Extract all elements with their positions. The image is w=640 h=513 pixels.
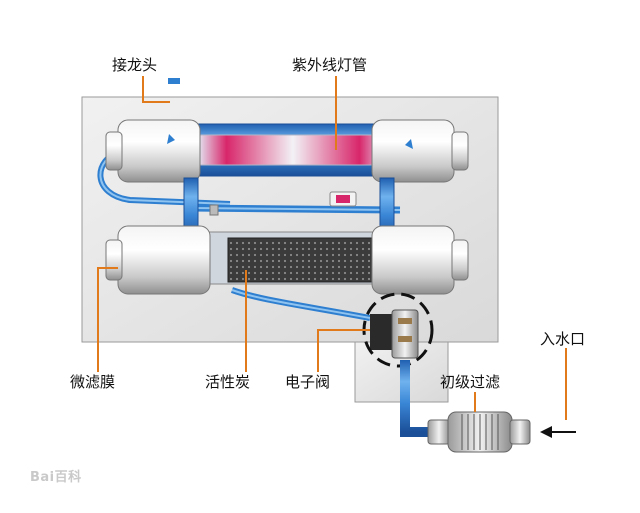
riser-tubes [183, 177, 395, 241]
label-water-inlet: 入水口 [540, 330, 586, 348]
connecting-hoses [97, 147, 401, 321]
label-solenoid-valve: 电子阀 [285, 373, 331, 391]
label-activated-carbon: 活性炭 [205, 373, 251, 391]
outlet-pipe [168, 78, 180, 120]
label-leader-lines [97, 76, 567, 420]
inlet-arrow-icon [540, 426, 576, 438]
uv-module [105, 119, 469, 183]
watermark: Bai百科 [30, 470, 82, 485]
label-prefilter: 初级过滤 [440, 373, 501, 391]
prefilter [427, 411, 531, 453]
filter-module [105, 225, 469, 295]
label-microfiltration: 微滤膜 [70, 373, 116, 391]
label-uv-lamp: 紫外线灯管 [292, 56, 368, 74]
label-faucet: 接龙头 [112, 56, 158, 74]
